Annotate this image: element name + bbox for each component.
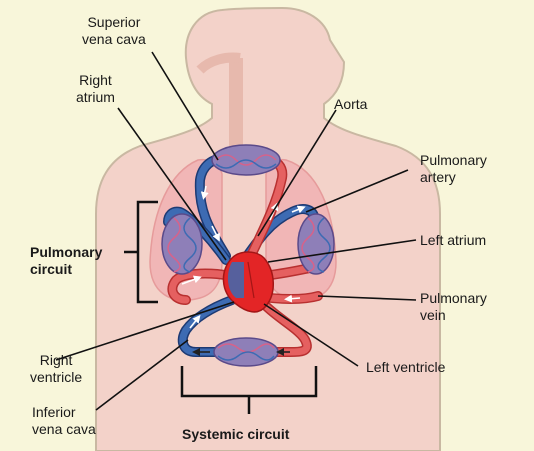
pulmonary-vein-leader (317, 295, 417, 301)
superior-vena-cava-label: Superior vena cava (82, 14, 146, 47)
inferior-vena-cava-label: Inferior vena cava (32, 404, 96, 437)
right-ventricle-leader (55, 301, 235, 361)
aorta-leader (257, 109, 337, 237)
systemic-circuit-label: Systemic circuit (182, 426, 290, 442)
lower-body-capillary-bed (213, 337, 279, 367)
left-ventricle-leader (263, 303, 359, 367)
left-ventricle-label: Left ventricle (366, 359, 446, 375)
right-ventricle-label: Right ventricle (30, 352, 83, 385)
right-atrium-leader (117, 107, 227, 261)
systemic-circuit-bracket (180, 366, 318, 414)
upper-body-capillary-bed (211, 144, 281, 176)
pulmonary-circuit-bracket (124, 200, 158, 304)
aorta-label: Aorta (334, 96, 368, 112)
pulmonary-circuit-label: Pulmonary circuit (30, 244, 103, 277)
right-atrium-label: Right atrium (76, 72, 115, 105)
capillary-beds (161, 144, 335, 367)
inferior-vena-cava-leader (95, 339, 189, 411)
left-atrium-leader (267, 239, 417, 263)
pulmonary-vein-label: Pulmonary vein (420, 290, 487, 323)
superior-vena-cava-leader (151, 51, 219, 161)
pulmonary-artery-label: Pulmonary artery (420, 152, 487, 185)
left-lung-capillary-bed (161, 213, 203, 275)
leader-lines (55, 51, 417, 411)
pulmonary-artery-leader (305, 169, 409, 213)
right-lung-capillary-bed (297, 213, 335, 275)
left-atrium-label: Left atrium (420, 232, 487, 248)
